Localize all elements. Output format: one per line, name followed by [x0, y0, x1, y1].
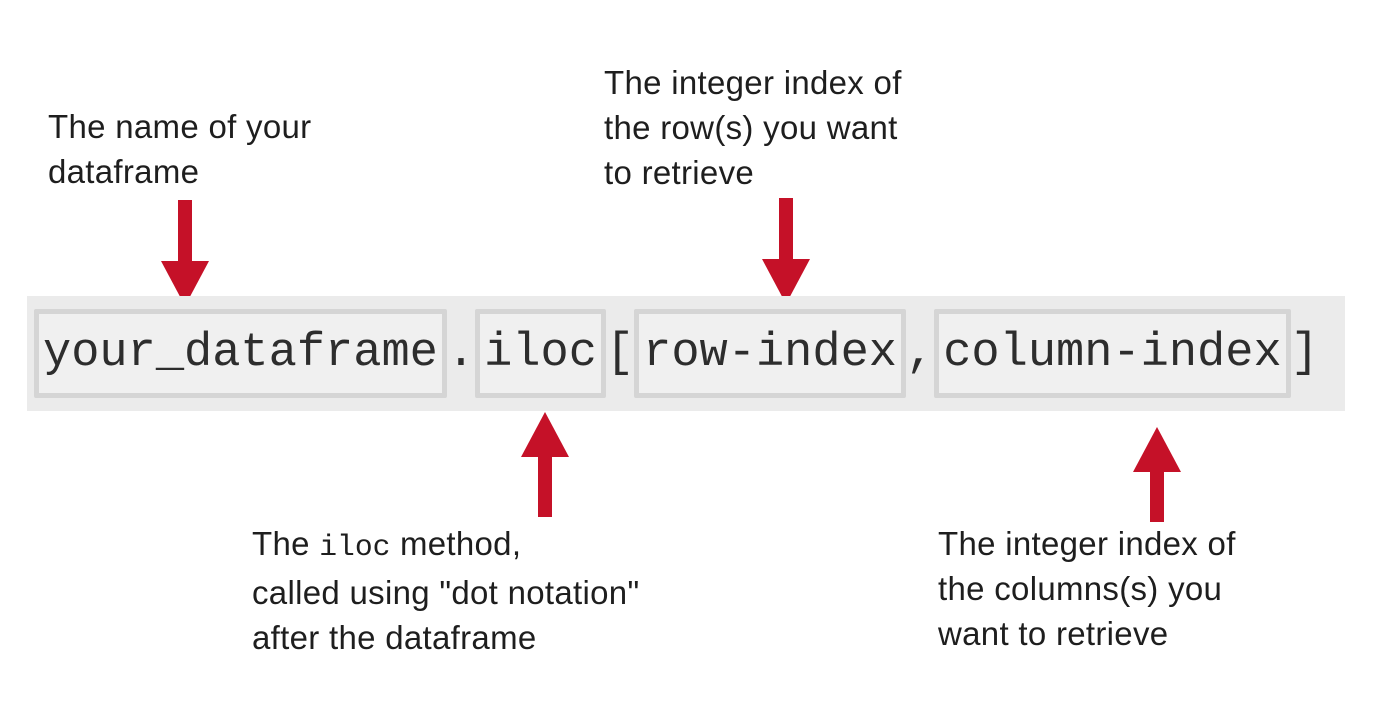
- label-iloc-method-line2: called using "dot notation": [252, 574, 640, 611]
- up-arrow-shaft: [1150, 472, 1164, 522]
- label-iloc-method-line1-pre: The: [252, 525, 320, 562]
- label-column-index-line2: the columns(s) you: [938, 570, 1223, 607]
- label-row-index-line2: the row(s) you want: [604, 109, 898, 146]
- label-column-index-line3: want to retrieve: [938, 615, 1169, 652]
- label-iloc-method-line1: The iloc method,: [252, 521, 639, 570]
- code-token-iloc: iloc: [475, 309, 606, 398]
- code-token-your-dataframe: your_dataframe: [34, 309, 447, 398]
- up-arrow-shaft: [538, 457, 552, 517]
- code-token-dot: .: [446, 327, 476, 380]
- down-arrow-icon: [161, 200, 209, 306]
- up-arrow-icon: [1133, 427, 1181, 522]
- label-row-index: The integer index of the row(s) you want…: [604, 60, 902, 195]
- label-iloc-method-line1-post: method,: [390, 525, 522, 562]
- up-arrow-icon: [521, 412, 569, 517]
- label-column-index-line1: The integer index of: [938, 525, 1236, 562]
- code-strip: your_dataframe . iloc [ row-index , colu…: [27, 296, 1345, 411]
- code-token-open-bracket: [: [605, 327, 635, 380]
- label-dataframe-name-line1: The name of your: [48, 108, 312, 145]
- down-arrow-shaft: [779, 198, 793, 259]
- label-iloc-method-line3: after the dataframe: [252, 619, 537, 656]
- up-arrow-head: [521, 412, 569, 457]
- code-token-close-bracket: ]: [1290, 327, 1319, 380]
- label-row-index-line3: to retrieve: [604, 154, 755, 191]
- down-arrow-icon: [762, 198, 810, 304]
- code-token-row-index: row-index: [634, 309, 906, 398]
- label-column-index: The integer index of the columns(s) you …: [938, 521, 1236, 656]
- code-token-column-index: column-index: [934, 309, 1291, 398]
- code-token-comma: ,: [905, 327, 935, 380]
- up-arrow-head: [1133, 427, 1181, 472]
- label-row-index-line1: The integer index of: [604, 64, 902, 101]
- label-dataframe-name-line2: dataframe: [48, 153, 200, 190]
- down-arrow-shaft: [178, 200, 192, 261]
- label-iloc-method: The iloc method, called using "dot notat…: [252, 521, 639, 660]
- label-dataframe-name: The name of your dataframe: [48, 104, 311, 194]
- iloc-inline-code: iloc: [319, 530, 391, 564]
